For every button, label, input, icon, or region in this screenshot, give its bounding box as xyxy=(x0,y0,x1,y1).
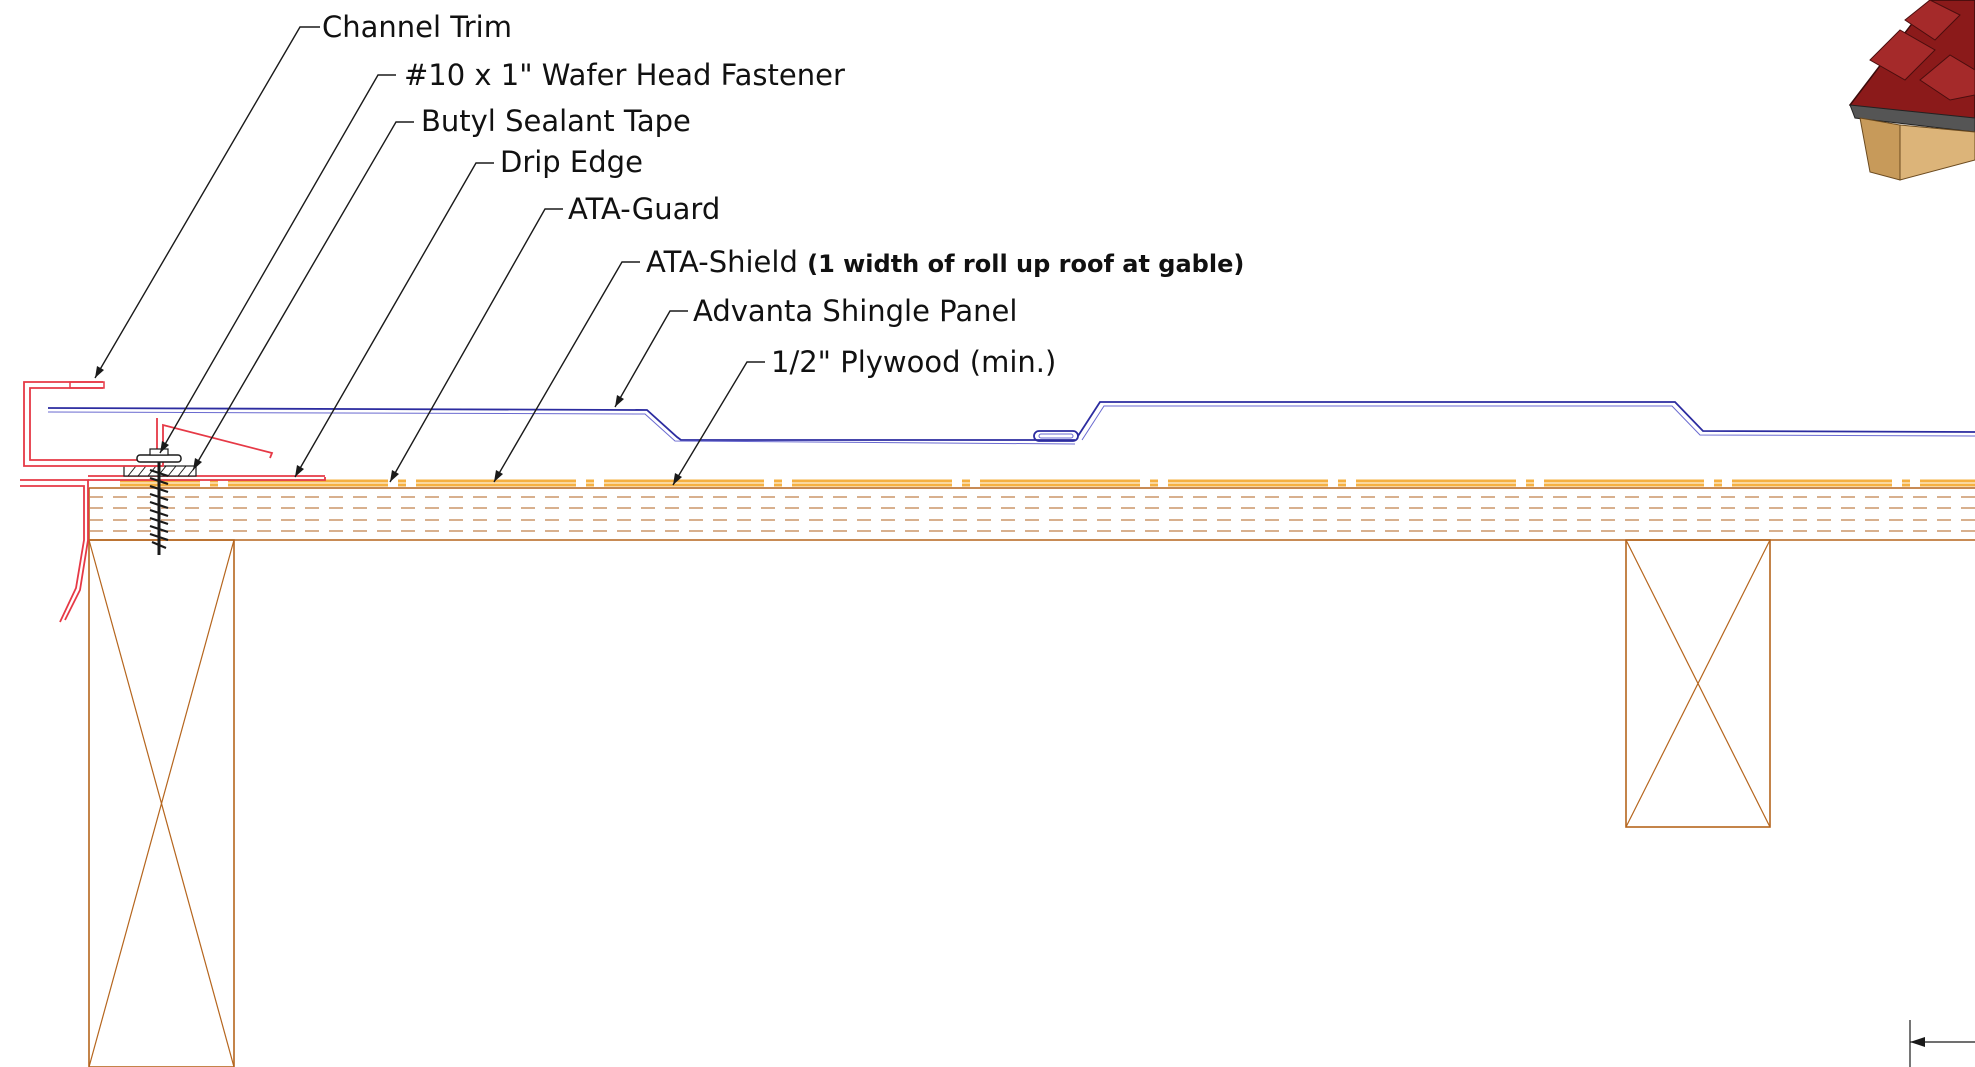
leader-drip-edge xyxy=(294,162,494,478)
leader-lines xyxy=(94,26,765,486)
rafter-left xyxy=(88,539,235,1067)
label-channel-trim: Channel Trim xyxy=(322,10,512,44)
label-drip-edge: Drip Edge xyxy=(500,145,643,179)
screw-icon xyxy=(136,448,182,555)
roof-preview-icon xyxy=(1848,0,1975,181)
label-butyl-tape: Butyl Sealant Tape xyxy=(421,104,691,138)
rafter-right xyxy=(1625,539,1771,828)
label-ata-shield: ATA-Shield (1 width of roll up roof at g… xyxy=(646,245,1244,279)
leader-fastener xyxy=(159,74,396,454)
label-ata-guard: ATA-Guard xyxy=(568,192,720,226)
underlayment-layers xyxy=(120,479,1975,487)
shingle-panel xyxy=(47,401,1975,445)
leader-ata-guard xyxy=(389,208,563,483)
label-fastener: #10 x 1" Wafer Head Fastener xyxy=(404,58,845,92)
callout-labels: Channel Trim #10 x 1" Wafer Head Fastene… xyxy=(322,10,1244,379)
channel-trim xyxy=(23,381,274,467)
leader-channel-trim xyxy=(94,26,320,379)
drip-edge xyxy=(20,475,326,623)
leader-shingle-panel xyxy=(614,310,688,408)
leader-ata-shield xyxy=(493,261,640,483)
leader-butyl xyxy=(192,121,414,471)
leader-plywood xyxy=(672,361,765,486)
plywood-deck xyxy=(88,487,1975,541)
label-plywood: 1/2" Plywood (min.) xyxy=(771,345,1056,379)
label-shingle-panel: Advanta Shingle Panel xyxy=(693,294,1017,328)
dimension-mark xyxy=(1909,1020,1975,1067)
label-ata-shield-note: (1 width of roll up roof at gable) xyxy=(807,250,1244,278)
label-ata-shield-name: ATA-Shield xyxy=(646,245,798,279)
